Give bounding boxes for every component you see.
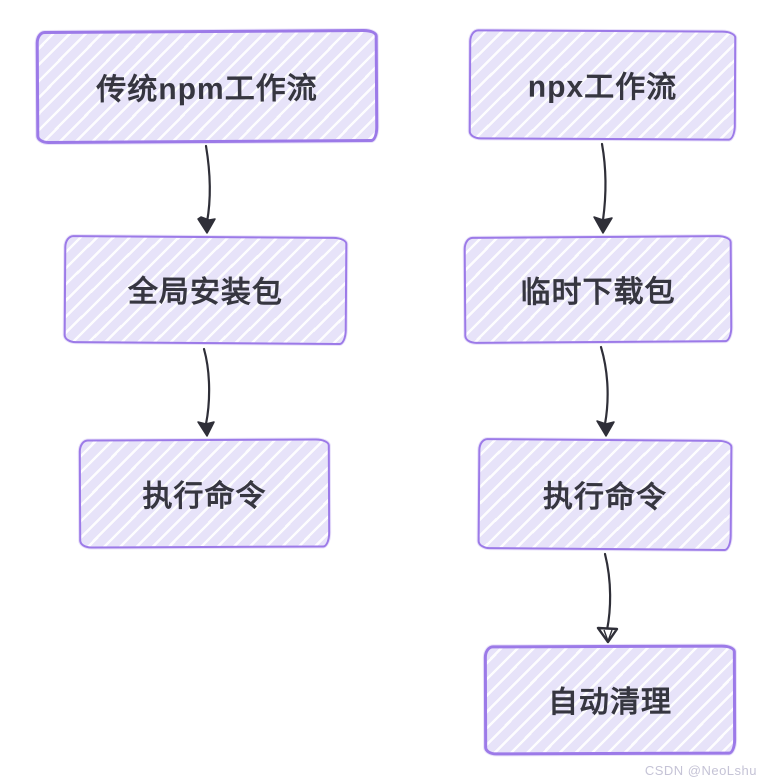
- node-temp-download-package: 临时下载包: [463, 235, 733, 344]
- node-traditional-npm-workflow: 传统npm工作流: [35, 28, 379, 145]
- arrow-down-icon-traditional-to-install: [197, 144, 216, 234]
- arrow-down-icon-npx-to-download: [593, 142, 613, 234]
- node-label: 自动清理: [547, 685, 673, 720]
- node-execute-command-right: 执行命令: [477, 438, 733, 551]
- node-label: 临时下载包: [520, 274, 676, 310]
- node-label: 传统npm工作流: [96, 71, 318, 107]
- node-global-install-package: 全局安装包: [63, 235, 348, 345]
- node-npx-workflow: npx工作流: [468, 29, 737, 141]
- arrow-down-icon-download-to-execute: [596, 345, 615, 437]
- arrow-down-icon-install-to-execute: [197, 347, 215, 437]
- node-label: 全局安装包: [127, 275, 284, 310]
- node-execute-command-left: 执行命令: [78, 438, 331, 549]
- arrow-down-icon-execute-to-cleanup: [596, 552, 619, 644]
- node-label: 执行命令: [542, 480, 668, 514]
- node-label: npx工作流: [527, 70, 678, 105]
- watermark: CSDN @NeoLshu: [644, 763, 757, 778]
- node-label: 执行命令: [142, 479, 267, 513]
- node-auto-cleanup: 自动清理: [483, 644, 737, 756]
